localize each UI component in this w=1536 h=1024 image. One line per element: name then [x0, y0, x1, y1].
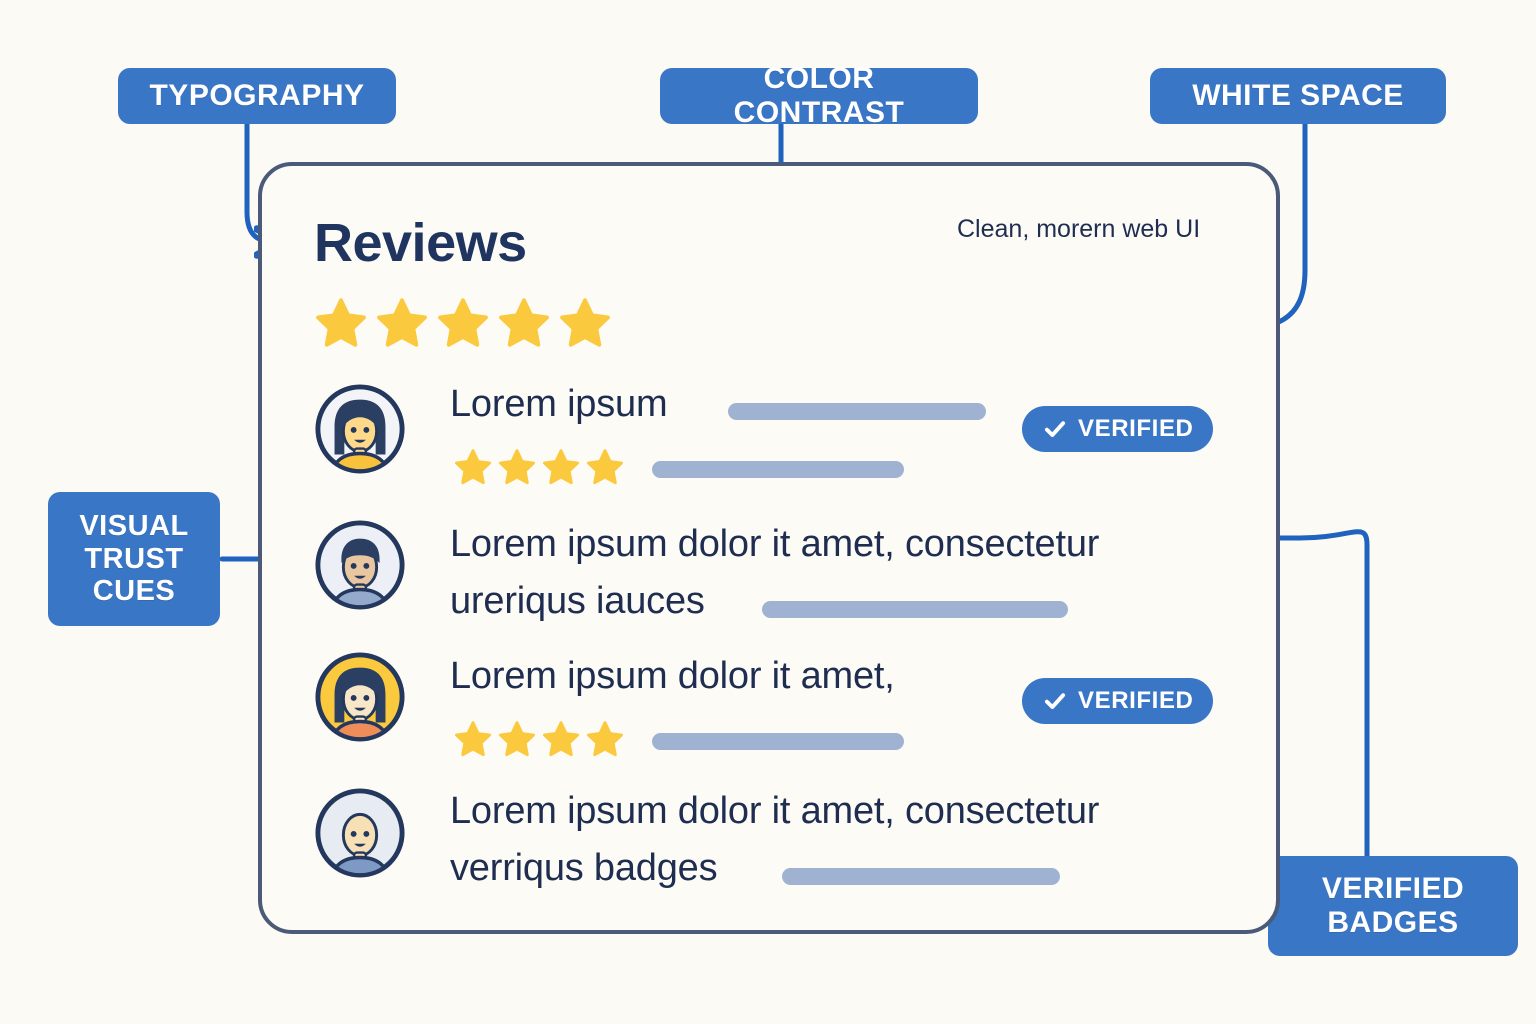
verified-badge-label: VERIFIED: [1078, 687, 1194, 714]
star-icon: [316, 298, 366, 347]
check-icon: [1044, 421, 1066, 438]
star-icon: [542, 721, 580, 757]
verified-badge[interactable]: VERIFIED: [1022, 406, 1214, 452]
reviews-card: [258, 162, 1280, 934]
placeholder-bar: [762, 601, 1068, 618]
review-text-line-1: Lorem ipsum dolor it amet, consectetur: [450, 790, 1100, 832]
callout-trust-line-1: VISUAL: [79, 510, 189, 543]
placeholder-bar: [652, 733, 904, 750]
callout-typography-label: TYPOGRAPHY: [149, 79, 365, 113]
placeholder-bar: [652, 461, 904, 478]
callout-badges-line-1: VERIFIED: [1321, 872, 1465, 906]
star-icon: [438, 298, 488, 347]
star-icon: [499, 298, 549, 347]
avatar: [313, 650, 407, 744]
review-text-line-1: Lorem ipsum dolor it amet, consectetur: [450, 523, 1100, 565]
star-icon: [377, 298, 427, 347]
callout-color-contrast-label: COLOR CONTRAST: [733, 62, 905, 129]
callout-badges-line-2: BADGES: [1327, 906, 1459, 939]
star-icon: [454, 721, 492, 757]
placeholder-bar: [782, 868, 1060, 885]
check-icon: [1044, 693, 1066, 710]
star-icon: [586, 449, 624, 485]
callout-verified-badges[interactable]: VERIFIED BADGES: [1268, 856, 1518, 956]
callout-typography[interactable]: TYPOGRAPHY: [118, 68, 396, 124]
star-icon: [542, 449, 580, 485]
page-title: Reviews: [314, 213, 527, 273]
verified-badge-label: VERIFIED: [1078, 415, 1194, 442]
callout-white-space[interactable]: WHITE SPACE: [1150, 68, 1446, 124]
review-text-line-2: verriqus badges: [450, 847, 718, 889]
header-rating-stars: [312, 294, 614, 352]
card-subtitle: Clean, morern web UI: [957, 215, 1201, 243]
avatar: [313, 786, 407, 880]
avatar-illustration: [315, 384, 405, 474]
review-text-line-1: Lorem ipsum: [450, 383, 668, 425]
placeholder-bar: [728, 403, 986, 420]
star-icon: [498, 721, 536, 757]
avatar-illustration: [315, 652, 405, 742]
star-icon: [454, 449, 492, 485]
verified-badge[interactable]: VERIFIED: [1022, 678, 1214, 724]
avatar: [313, 518, 407, 612]
review-text-line-2: ureriqus iauces: [450, 580, 705, 622]
callout-trust-line-3: CUES: [92, 575, 176, 608]
review-rating-stars: [452, 718, 626, 760]
star-icon: [560, 298, 610, 347]
avatar-illustration: [315, 520, 405, 610]
callout-white-space-label: WHITE SPACE: [1192, 79, 1404, 113]
callout-color-contrast[interactable]: COLOR CONTRAST: [660, 62, 978, 129]
star-icon: [498, 449, 536, 485]
avatar: [313, 382, 407, 476]
callout-visual-trust-cues[interactable]: VISUAL TRUST CUES: [48, 492, 220, 626]
star-icon: [586, 721, 624, 757]
review-rating-stars: [452, 446, 626, 488]
avatar-illustration: [315, 788, 405, 878]
callout-trust-line-2: TRUST: [84, 542, 184, 575]
review-text-line-1: Lorem ipsum dolor it amet,: [450, 655, 895, 697]
